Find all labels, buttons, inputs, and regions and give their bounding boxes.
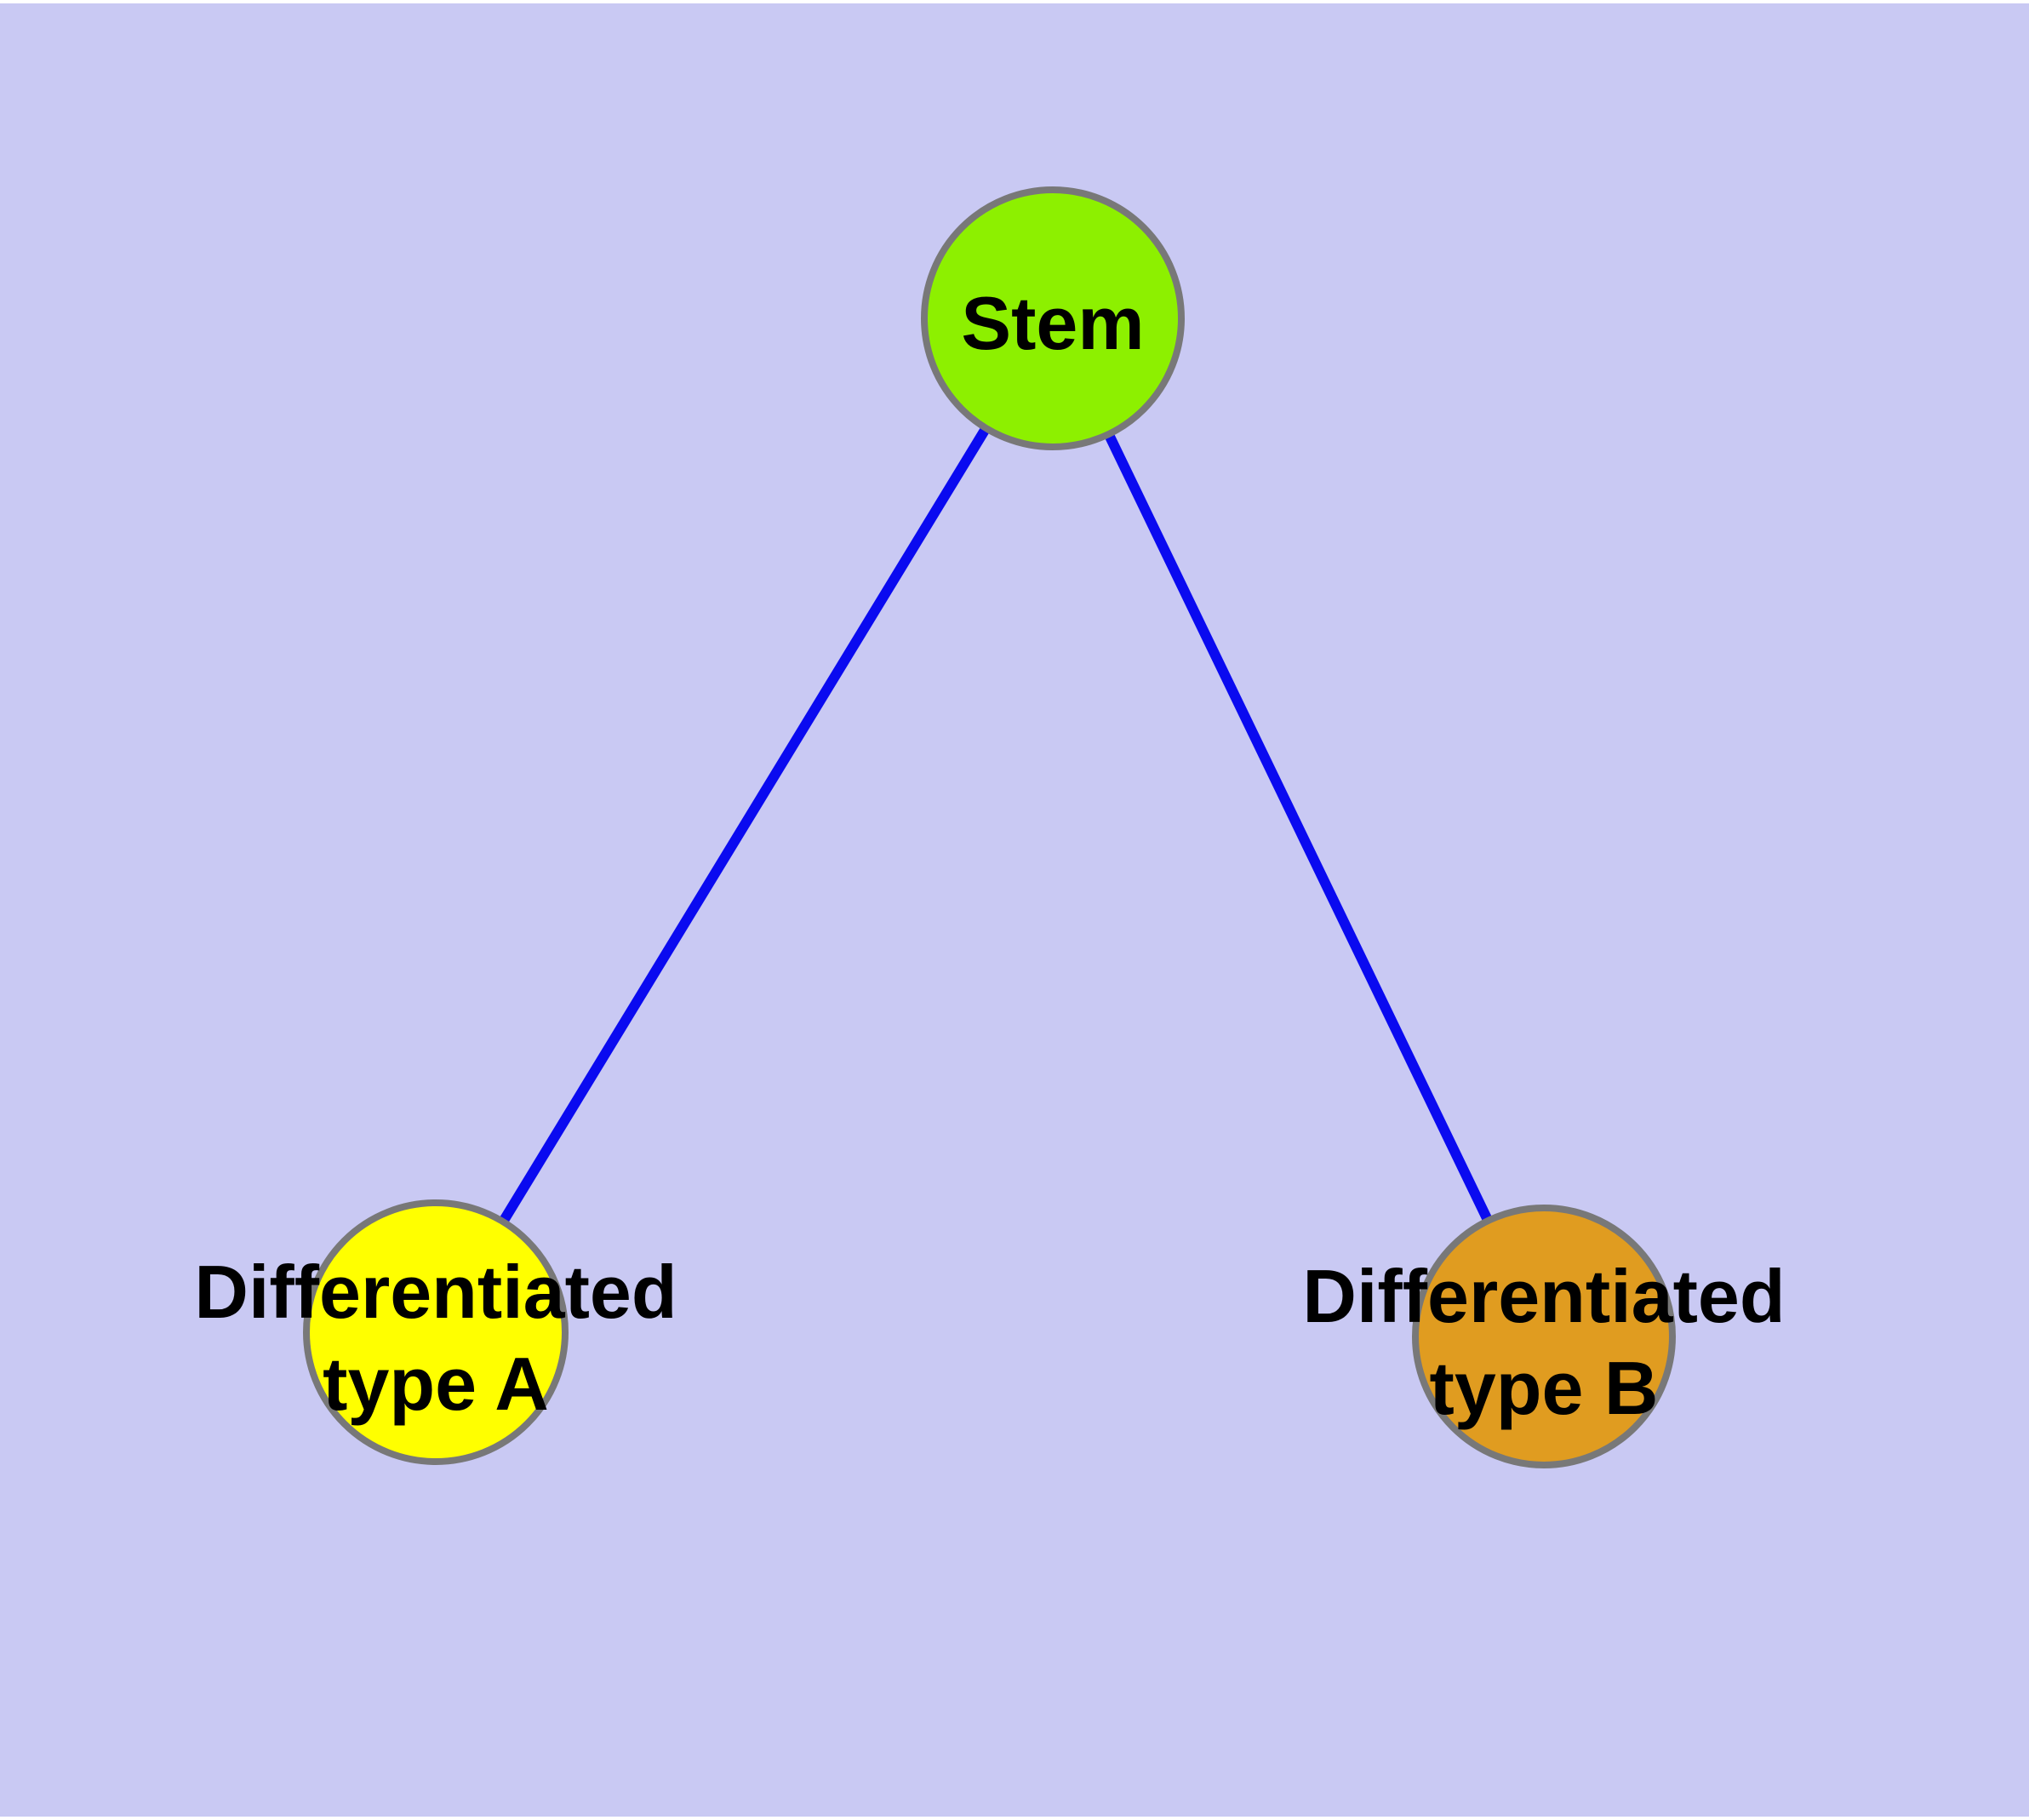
edge-stem-to-type-b <box>1048 316 1549 1339</box>
node-type-b-label-line2: type B <box>1430 1346 1659 1430</box>
node-type-a-label-line2: type A <box>323 1342 549 1426</box>
node-differentiated-type-b <box>1412 1205 1676 1468</box>
node-stem-label: Stem <box>961 281 1144 365</box>
node-type-b-label-line1: Differentiated <box>1302 1254 1785 1338</box>
edge-stem-to-type-a <box>431 315 1058 1336</box>
node-type-a-label-line1: Differentiated <box>194 1250 677 1334</box>
node-differentiated-type-a <box>303 1199 569 1465</box>
node-stem <box>921 186 1185 450</box>
